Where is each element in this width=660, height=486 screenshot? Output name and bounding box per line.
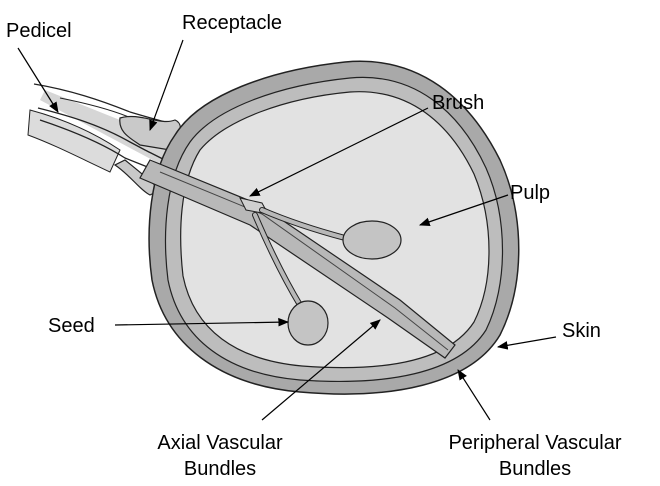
peripheral-leader <box>458 370 490 420</box>
label-pulp: Pulp <box>510 180 550 206</box>
receptacle-leader <box>150 40 183 130</box>
label-axial-vascular-bundles: Axial Vascular Bundles <box>120 430 320 482</box>
label-seed: Seed <box>48 313 95 339</box>
label-brush: Brush <box>432 90 484 116</box>
label-pedicel: Pedicel <box>6 18 72 44</box>
label-axial-line2: Bundles <box>120 456 320 482</box>
pedicel-leader <box>18 48 58 112</box>
label-axial-line1: Axial Vascular <box>120 430 320 456</box>
label-peripheral-line1: Peripheral Vascular <box>420 430 650 456</box>
skin-leader <box>498 337 556 347</box>
label-peripheral-vascular-bundles: Peripheral Vascular Bundles <box>420 430 650 482</box>
label-skin: Skin <box>562 318 601 344</box>
pulp-shape <box>181 92 489 368</box>
label-receptacle: Receptacle <box>182 10 282 36</box>
label-peripheral-line2: Bundles <box>420 456 650 482</box>
